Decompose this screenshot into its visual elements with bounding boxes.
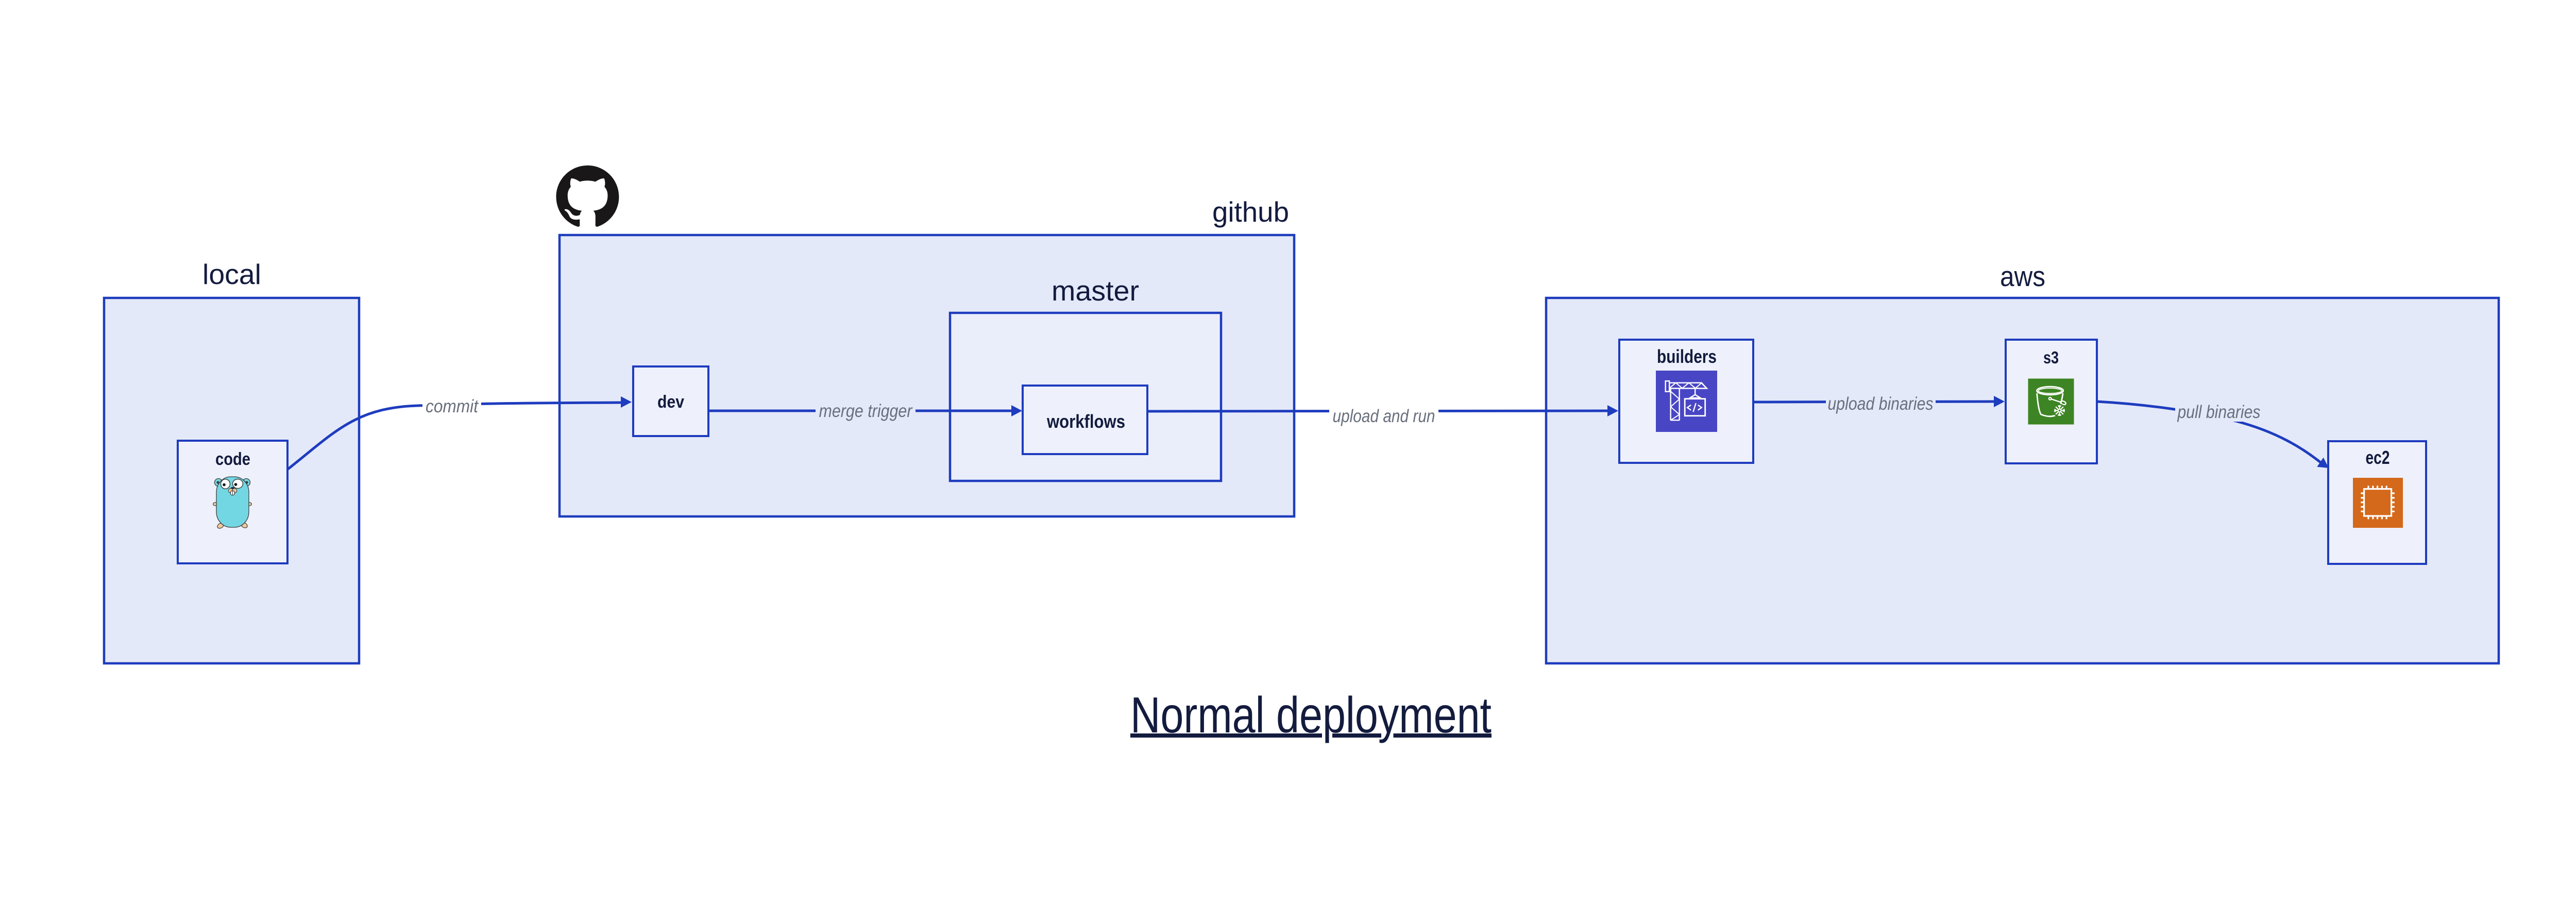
svg-text:local: local bbox=[202, 258, 261, 290]
svg-text:github: github bbox=[1212, 196, 1289, 228]
svg-text:workflows: workflows bbox=[1046, 411, 1125, 432]
svg-text:master: master bbox=[1052, 275, 1139, 307]
svg-text:commit: commit bbox=[426, 396, 479, 416]
svg-text:pull binaries: pull binaries bbox=[2177, 402, 2261, 422]
svg-text:upload binaries: upload binaries bbox=[1828, 394, 1934, 414]
svg-text:ec2: ec2 bbox=[2366, 447, 2390, 468]
svg-text:s3: s3 bbox=[2043, 348, 2059, 367]
svg-text:builders: builders bbox=[1657, 346, 1717, 367]
svg-text:dev: dev bbox=[657, 392, 684, 412]
svg-text:upload and run: upload and run bbox=[1333, 406, 1435, 426]
svg-text:merge trigger: merge trigger bbox=[819, 401, 913, 421]
svg-text:code: code bbox=[215, 449, 250, 469]
svg-text:aws: aws bbox=[2000, 260, 2045, 292]
